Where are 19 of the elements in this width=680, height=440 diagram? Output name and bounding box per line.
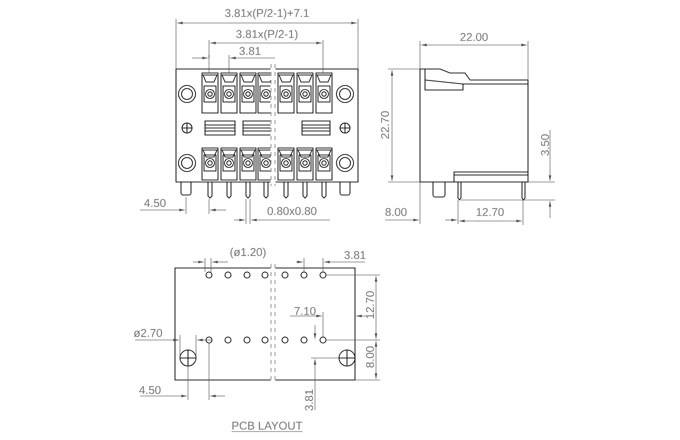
dimension-label: 4.50 [144,199,166,207]
dimension-label: ø2.70 [134,328,162,338]
dimension-label: 3.81x(P/2-1)+7.1 [225,8,309,20]
dimension-label: 22.70 [381,111,390,139]
dimension-label: 12.70 [366,291,374,318]
dimension-label: 3.81 [344,251,366,259]
caption: PCB LAYOUT [231,422,303,432]
dimension-label: 7.10 [294,307,316,315]
dimension-label: (ø1.20) [230,248,266,258]
dimension-label: 3.81 [239,47,260,55]
dimension-label: 8.00 [366,346,374,368]
dimension-label: 22.00 [460,33,488,41]
dimension-label: 4.50 [139,386,161,394]
dimension-label: 3.81 [305,390,314,411]
dimension-label: 12.70 [476,208,504,216]
dimension-label: 0.80x0.80 [268,207,316,215]
dimension-label: 3.81x(P/2-1) [236,30,298,40]
dimension-label: 3.50 [541,134,550,156]
dimension-label: 8.00 [385,208,407,216]
